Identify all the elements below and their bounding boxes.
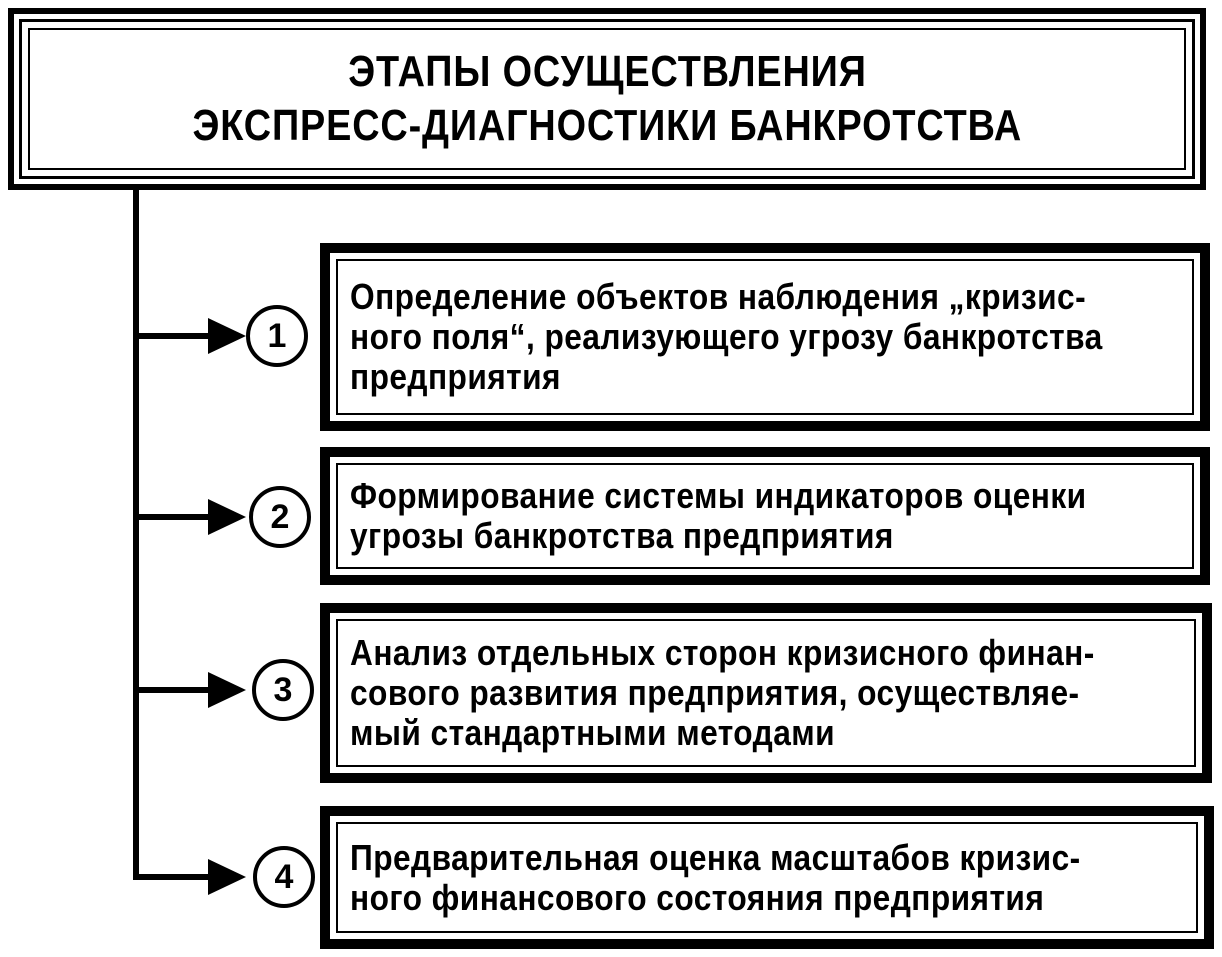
step-frame-2: Формирование системы индикаторов оценки … (336, 463, 1194, 569)
title-frame-innermost: ЭТАПЫ ОСУЩЕСТВЛЕНИЯ ЭКСПРЕСС-ДИАГНОСТИКИ… (28, 28, 1186, 170)
step-number-1: 1 (246, 305, 308, 367)
step-frame-3: Анализ отдельных сторон кризисного финан… (336, 619, 1196, 767)
step-2-line-1: Формирование системы индикаторов оценки (350, 475, 1087, 516)
step-3-line-1: Анализ отдельных сторон кризисного финан… (350, 632, 1095, 673)
step-text-4: Предварительная оценка масштабов кризис-… (350, 836, 1081, 918)
step-4-line-1: Предварительная оценка масштабов кризис- (350, 836, 1081, 878)
step-box-2: Формирование системы индикаторов оценки … (320, 447, 1210, 585)
arrow-head-3 (208, 672, 246, 708)
step-1-line-3: предприятия (350, 356, 561, 397)
step-3-line-2: сового развития предприятия, осуществляе… (350, 672, 1080, 713)
step-3-line-3: мый стандартными методами (350, 712, 836, 753)
arrow-head-2 (208, 499, 246, 535)
arrow-head-1 (208, 318, 246, 354)
step-text-3: Анализ отдельных сторон кризисного финан… (350, 633, 1095, 753)
step-4-line-2: ного финансового состояния предприятия (350, 876, 1045, 918)
step-box-3: Анализ отдельных сторон кризисного финан… (320, 603, 1212, 783)
step-frame-1: Определение объектов наблюдения „кризис-… (336, 259, 1194, 415)
title-frame-inner: ЭТАПЫ ОСУЩЕСТВЛЕНИЯ ЭКСПРЕСС-ДИАГНОСТИКИ… (19, 19, 1195, 179)
step-text-1: Определение объектов наблюдения „кризис-… (350, 277, 1103, 397)
step-box-1: Определение объектов наблюдения „кризис-… (320, 243, 1210, 431)
step-text-2: Формирование системы индикаторов оценки … (350, 476, 1087, 556)
step-number-3: 3 (252, 659, 314, 721)
step-2-line-2: угрозы банкротства предприятия (350, 515, 894, 556)
step-frame-4: Предварительная оценка масштабов кризис-… (336, 822, 1198, 933)
title-line-2: ЭКСПРЕСС-ДИАГНОСТИКИ БАНКРОТСТВА (192, 101, 1022, 150)
title-box: ЭТАПЫ ОСУЩЕСТВЛЕНИЯ ЭКСПРЕСС-ДИАГНОСТИКИ… (8, 8, 1206, 190)
title-line-1: ЭТАПЫ ОСУЩЕСТВЛЕНИЯ (347, 47, 867, 96)
step-box-4: Предварительная оценка масштабов кризис-… (320, 806, 1214, 949)
arrow-head-4 (208, 859, 246, 895)
step-number-4: 4 (253, 846, 315, 908)
step-1-line-1: Определение объектов наблюдения „кризис- (350, 276, 1087, 317)
step-number-2: 2 (249, 486, 311, 548)
step-1-line-2: ного поля“, реализующего угрозу банкротс… (350, 316, 1103, 357)
